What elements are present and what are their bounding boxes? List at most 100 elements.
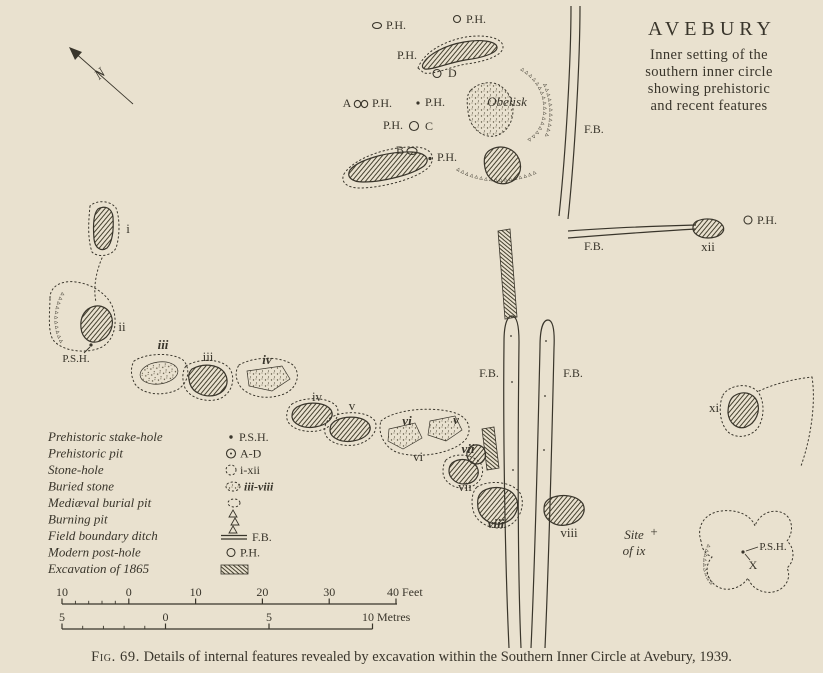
legend: Prehistoric stake-hole P.S.H. Prehistori… (47, 429, 274, 576)
stone-iv: iv (286, 389, 339, 432)
stone-hole-outline (324, 412, 377, 446)
stone (92, 206, 114, 251)
legend-item-field-boundary: Field boundary ditch F.B. (47, 528, 272, 544)
obelisk-feature: Obelisk (466, 82, 527, 137)
field-boundary-right: F.B. (567, 224, 697, 253)
ph-label: P.H. (397, 48, 417, 62)
stone (466, 444, 487, 465)
fb-line (567, 228, 697, 239)
legend-symbol-label: iii-viii (244, 480, 274, 494)
map-subtitle-line1: Inner setting of the (650, 47, 768, 63)
field-boundary-central-ditches: F.B. F.B. (479, 315, 583, 648)
stone (727, 392, 759, 429)
map-subtitle-line3: showing prehistoric (648, 81, 770, 97)
buried-stone (427, 415, 463, 442)
stone-xi: xi (709, 376, 814, 467)
stone-hole-outline (719, 385, 764, 437)
stone-viii: viii viii (471, 481, 585, 540)
legend-label: Buried stone (48, 479, 114, 494)
site-plan: AVEBURY Inner setting of the southern in… (0, 0, 814, 648)
stake-hole-dot (89, 343, 93, 347)
stone-label: xi (709, 400, 720, 415)
scale-tick-label: 5 (266, 610, 272, 624)
stone (692, 218, 725, 239)
stone-hole-outline (88, 201, 120, 256)
pit-circle (360, 99, 369, 109)
stone-vii: vii vii (442, 441, 487, 494)
fb-ditch-outline (530, 319, 555, 648)
pit-label: B (396, 143, 404, 157)
obelisk-label: Obelisk (487, 94, 527, 109)
stone-hole-outline (286, 398, 339, 432)
caption-text: Details of internal features revealed by… (139, 649, 732, 665)
ditch-stipple-dot (511, 381, 513, 383)
psh-pointer (83, 346, 91, 354)
legend-label: Mediæval burial pit (47, 495, 152, 510)
stone-label: v (349, 398, 356, 413)
stone-i: i (88, 201, 130, 303)
stone (348, 151, 428, 183)
pit-circle (353, 99, 362, 109)
buried-stone-outline (131, 354, 189, 395)
scale-tick-label: 20 (256, 585, 268, 599)
site-label-line1: Site (624, 527, 644, 542)
excavation-band (497, 228, 518, 320)
pit-symbol (225, 448, 237, 459)
site-label-line2: of ix (623, 543, 646, 558)
fb-label: F.B. (584, 239, 604, 253)
legend-label: Modern post-hole (47, 545, 141, 560)
buried-stone-symbol (225, 481, 241, 492)
fb-line (567, 224, 697, 232)
buried-stone-label: vii (462, 441, 475, 456)
pit-label: C (425, 119, 433, 133)
excavation-symbol (220, 564, 249, 575)
ph-label: P.H. (383, 118, 403, 132)
scale-end-label: 40 Feet (387, 585, 423, 599)
stone-right-of-obelisk (483, 146, 522, 185)
legend-item-burning-pit: Burning pit (48, 509, 240, 534)
buried-stone-iii: iii (131, 337, 189, 395)
map-subtitle-line2: southern inner circle (645, 64, 773, 80)
stone-near-d: P.H. (397, 35, 504, 74)
ph-label: P.H. (372, 96, 392, 110)
post-hole-top-2: P.H. (452, 12, 486, 26)
title-block: AVEBURY Inner setting of the southern in… (645, 18, 773, 114)
burning-pit-triangles: ▵▵▵▵▵▵▵▵▵▵▵▵▵▵▵▵▵▵▵▵▵▵▵▵▵▵▵▵▵▵ (0, 0, 66, 346)
stone-label: vii (458, 479, 472, 494)
post-hole-top-1: P.H. (371, 18, 406, 32)
stone-hole-outline (48, 281, 116, 352)
legend-symbol-label: F.B. (252, 530, 272, 544)
legend-item-medieval-burial-pit: Mediæval burial pit (47, 495, 241, 510)
post-hole-far-right: P.H. (743, 213, 777, 227)
psh-label: P.S.H. (62, 353, 89, 365)
stone-label: ii (118, 319, 126, 334)
buried-stone-label: v (453, 412, 459, 427)
obelisk-outline (466, 82, 514, 137)
figure-caption: Fig. 69. Details of internal features re… (0, 649, 823, 666)
legend-label: Prehistoric pit (47, 446, 123, 461)
stone-xii: xii (692, 218, 725, 254)
x-pointer (744, 553, 751, 561)
ph-label: P.H. (386, 18, 406, 32)
fb-label: F.B. (479, 366, 499, 380)
stone (421, 40, 498, 70)
ph-label: P.H. (757, 213, 777, 227)
buried-stone (387, 422, 423, 450)
stone (477, 486, 519, 525)
stone (188, 364, 228, 397)
field-boundary-top-right: F.B. (558, 5, 604, 220)
stone (448, 458, 479, 485)
pit-label: A (343, 96, 352, 110)
ditch-stipple-dot (544, 395, 546, 397)
pit-a-row: A P.H. (343, 96, 392, 110)
buried-stone-label: viii (488, 516, 505, 531)
burning-pit-symbol (228, 509, 238, 518)
fb-label: F.B. (584, 122, 604, 136)
stone-v: v (324, 398, 377, 446)
stone-hole-symbol (225, 464, 237, 476)
stone-hole-outline (442, 454, 484, 489)
stone-hole-outline (471, 481, 523, 529)
pit-circle (432, 68, 442, 79)
psh-label: P.S.H. (759, 541, 786, 553)
